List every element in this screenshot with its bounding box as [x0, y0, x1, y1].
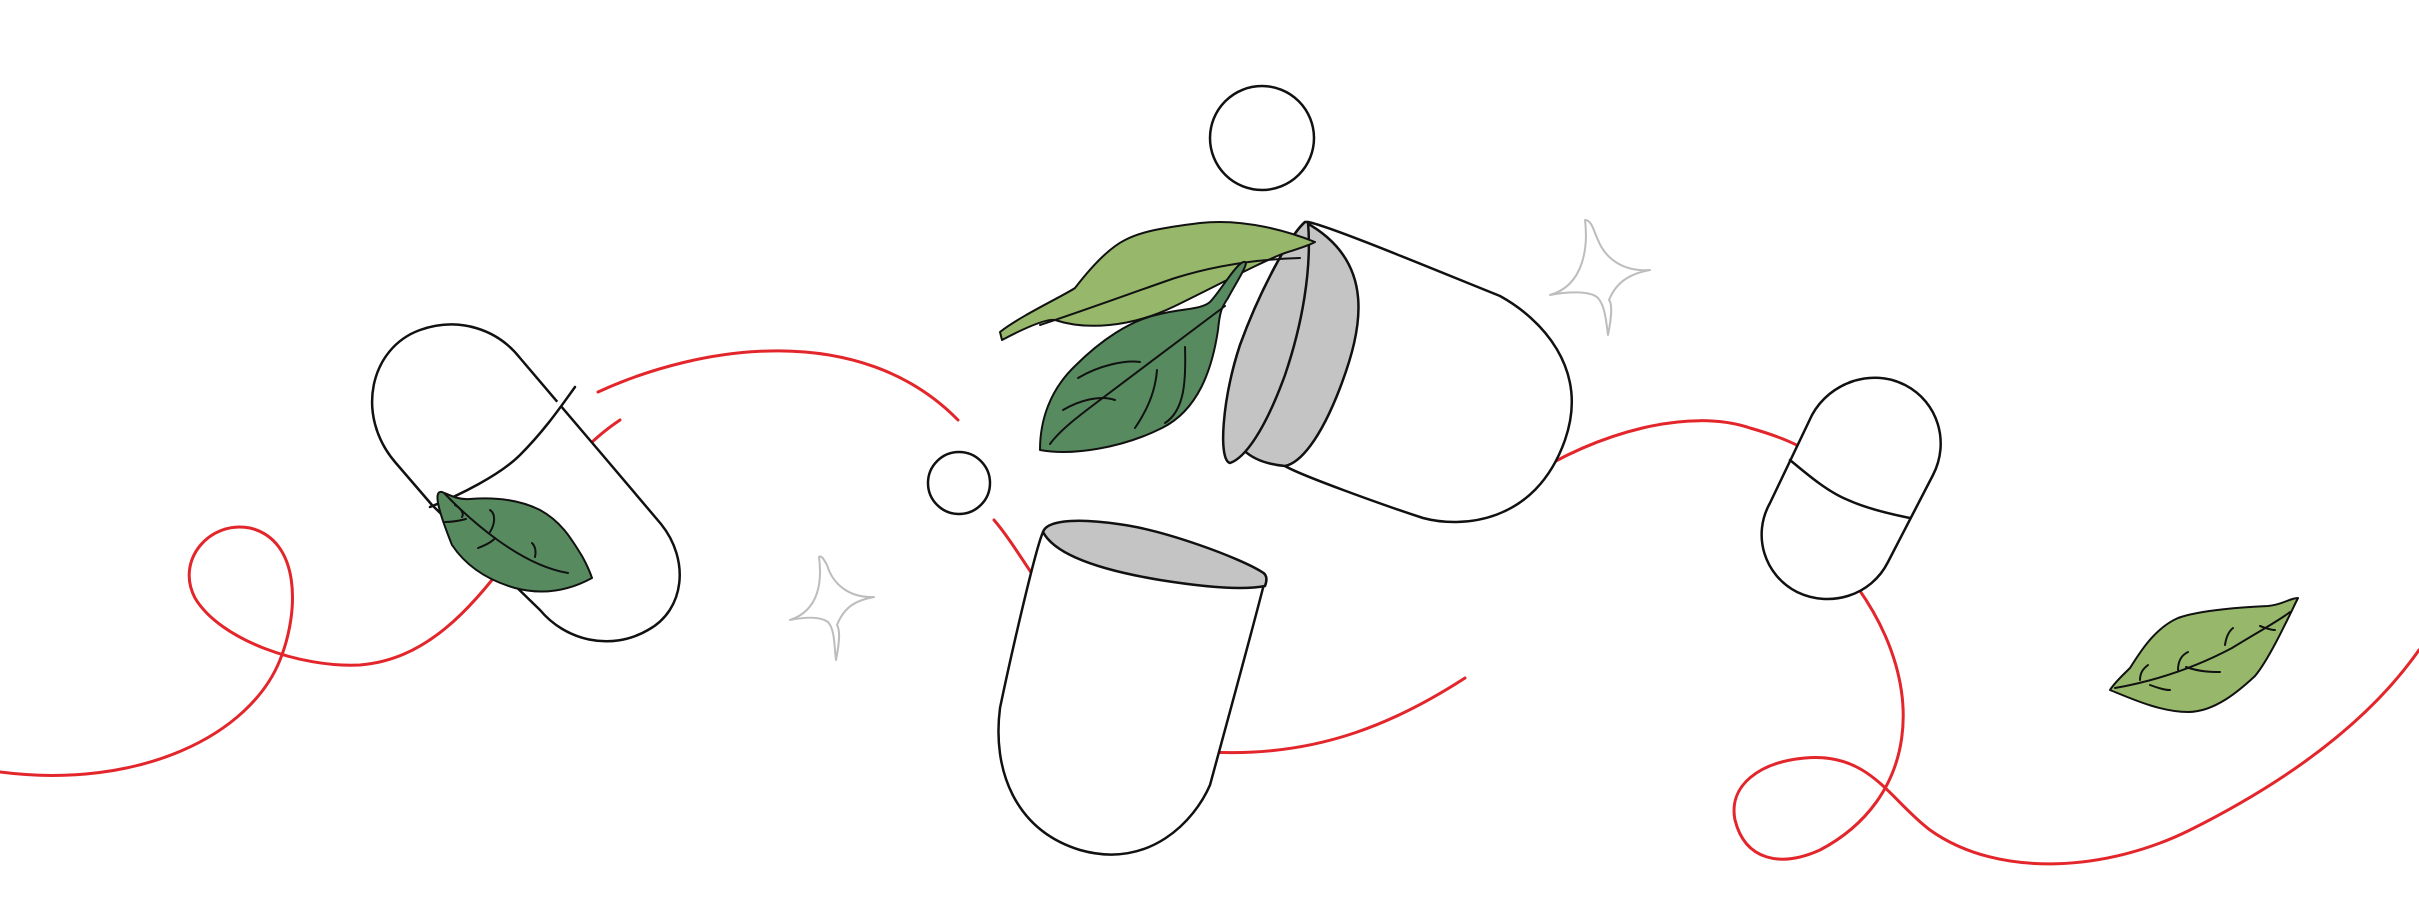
circle-small [926, 450, 992, 516]
leaf-left-dark [436, 491, 593, 593]
capsule-half-cup [997, 519, 1268, 856]
sparkle-icon-right [1549, 219, 1651, 336]
pill-capsule-left [371, 323, 681, 643]
circle-large [1208, 84, 1316, 192]
pill-capsule-right [1760, 376, 1942, 601]
capsule-half-tilted [1221, 220, 1573, 524]
leaf-center-dark [1039, 261, 1247, 453]
leaf-right-light [2109, 597, 2299, 713]
sparkle-icon-left [789, 555, 875, 661]
leaf-top-light [999, 221, 1316, 341]
red-path-line [0, 349, 2419, 866]
